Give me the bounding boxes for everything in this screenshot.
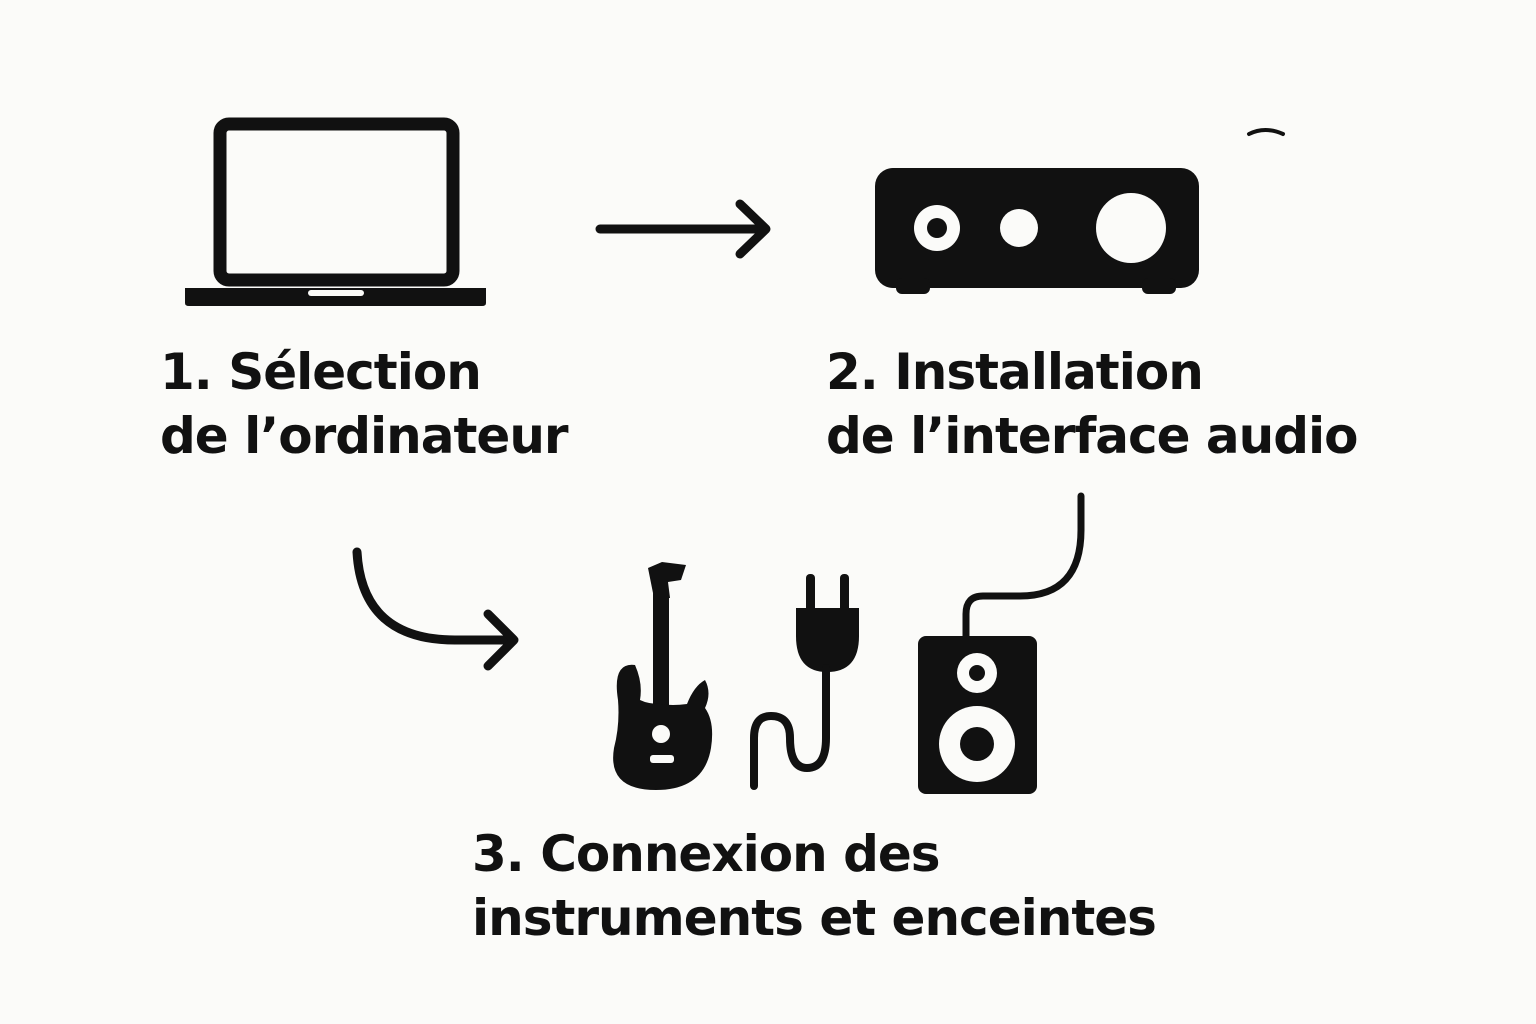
step-1-line-1: 1. Sélection xyxy=(160,343,482,401)
stray-mark xyxy=(1247,128,1285,136)
audio-interface-icon xyxy=(875,168,1199,294)
step-1-label: 1. Sélection de l’ordinateur xyxy=(160,340,569,468)
speaker-icon xyxy=(918,636,1037,794)
step-3-label: 3. Connexion des instruments et enceinte… xyxy=(472,822,1157,950)
power-plug-icon xyxy=(750,574,859,790)
step-2-label: 2. Installation de l’interface audio xyxy=(826,340,1359,468)
laptop-icon xyxy=(185,117,486,306)
step-3-line-1: 3. Connexion des xyxy=(472,825,941,883)
step-1-line-2: de l’ordinateur xyxy=(160,407,569,465)
speaker-cable xyxy=(962,492,1085,640)
curved-arrow-icon xyxy=(352,547,519,671)
step-2-line-2: de l’interface audio xyxy=(826,407,1359,465)
step-3-line-2: instruments et enceintes xyxy=(472,889,1157,947)
guitar-icon xyxy=(613,562,713,790)
step-2-line-1: 2. Installation xyxy=(826,343,1204,401)
arrow-right-icon xyxy=(595,199,771,259)
